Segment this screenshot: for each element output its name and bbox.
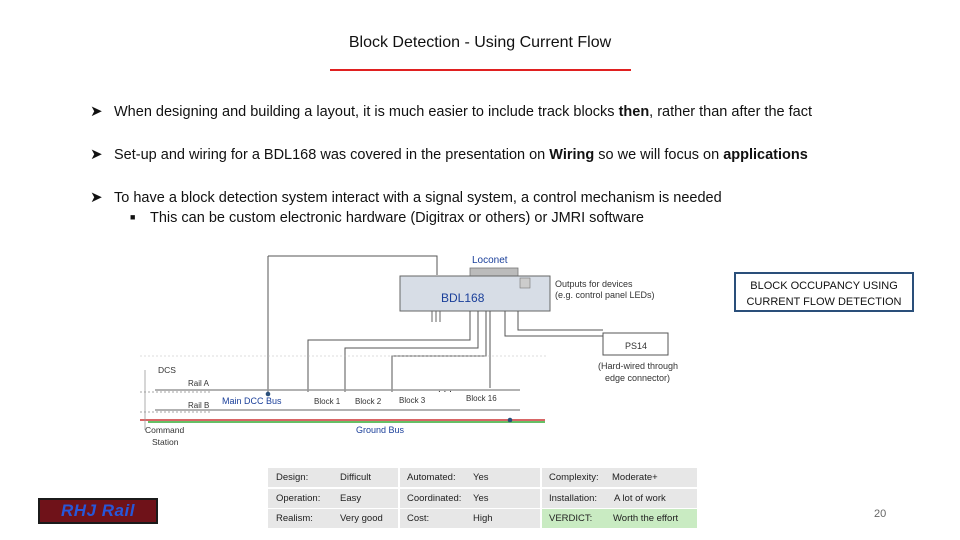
arrow-bullet-icon: ➤ (90, 189, 103, 206)
arrow-bullet-icon: ➤ (90, 103, 103, 120)
bullet-3: ➤ To have a block detection system intera… (90, 188, 722, 206)
table-cell: Difficult (340, 472, 371, 483)
table-row (268, 468, 398, 487)
table-cell: Yes (473, 472, 489, 483)
sub-bullet: ■ This can be custom electronic hardware … (130, 210, 644, 226)
bullet-2-text-a: Set-up and wiring for a BDL168 was cover… (114, 147, 550, 163)
bullet-2-bold-b: applications (723, 147, 808, 163)
verdict-label: VERDICT: (549, 513, 593, 524)
ps14-label: PS14 (625, 341, 647, 351)
block-16-label: Block 16 (466, 394, 497, 403)
title-underline (330, 69, 631, 71)
callout-line-1: BLOCK OCCUPANCY USING (750, 280, 898, 292)
table-row (400, 489, 540, 508)
main-dcc-bus-label: Main DCC Bus (222, 396, 282, 406)
callout-box: BLOCK OCCUPANCY USING CURRENT FLOW DETEC… (734, 272, 914, 312)
table-cell: Design: (276, 472, 309, 483)
verdict-value: Worth the effort (613, 513, 679, 524)
table-cell: A lot of work (614, 493, 666, 504)
table-cell: Coordinated: (407, 493, 462, 504)
table-cell: Operation: (276, 493, 321, 504)
table-row (268, 489, 398, 508)
table-cell: Yes (473, 493, 489, 504)
bullet-2: ➤ Set-up and wiring for a BDL168 was cove… (90, 145, 808, 163)
page-number: 20 (874, 508, 887, 520)
rail-b-label: Rail B (188, 401, 209, 410)
slide-title: Block Detection - Using Current Flow (348, 34, 612, 51)
dcs-label: DCS (158, 365, 176, 375)
ellipsis-label: . . . (438, 384, 452, 395)
bdl168-label: BDL168 (441, 291, 485, 305)
ps14-note-2: edge connector) (605, 373, 670, 383)
callout-line-2: CURRENT FLOW DETECTION (746, 296, 902, 308)
bullet-2-text-b: so we will focus on (594, 147, 724, 163)
table-row (400, 509, 540, 528)
ps14-box (602, 332, 669, 356)
table-cell: Complexity: (549, 472, 599, 483)
bullet-1-text-b: , rather than after the fact (649, 104, 812, 120)
table-cell: Moderate+ (612, 472, 658, 483)
table-cell: Cost: (407, 513, 430, 524)
table-cell: Realism: (276, 513, 313, 524)
block-1-label: Block 1 (314, 397, 341, 406)
table-cell: High (473, 513, 493, 524)
command-label-2: Station (152, 437, 179, 447)
bullet-2-bold-a: Wiring (549, 147, 595, 163)
bullet-1: ➤ When designing and building a layout, i… (90, 102, 812, 120)
rhj-rail-logo: RHJ Rail (38, 498, 158, 524)
block-3-label: Block 3 (399, 396, 426, 405)
table-cell: Very good (340, 513, 383, 524)
command-label-1: Command (145, 425, 184, 435)
square-bullet-icon: ■ (130, 212, 136, 222)
table-row (400, 468, 540, 487)
bullet-1-bold: then (618, 104, 650, 120)
table-cell: Easy (340, 493, 362, 504)
ps14-note-1: (Hard-wired through (598, 361, 678, 371)
table-row (268, 509, 398, 528)
table-row (542, 468, 697, 487)
block-2-label: Block 2 (355, 397, 382, 406)
outputs-label-2: (e.g. control panel LEDs) (555, 290, 655, 300)
loconet-connector (469, 267, 519, 277)
table-row (542, 489, 697, 508)
ground-bus-label: Ground Bus (356, 425, 405, 435)
outputs-label-1: Outputs for devices (555, 279, 633, 289)
rail-a-label: Rail A (188, 379, 210, 388)
table-cell: Automated: (407, 472, 456, 483)
table-cell: Installation: (549, 493, 598, 504)
arrow-bullet-icon: ➤ (90, 146, 103, 163)
verdict-row (542, 509, 697, 528)
loconet-label: Loconet (472, 255, 508, 266)
bullet-1-text-a: When designing and building a layout, it… (114, 104, 619, 120)
sub-bullet-text: This can be custom electronic hardware (… (150, 210, 644, 226)
bullet-3-text: To have a block detection system interac… (114, 190, 722, 206)
